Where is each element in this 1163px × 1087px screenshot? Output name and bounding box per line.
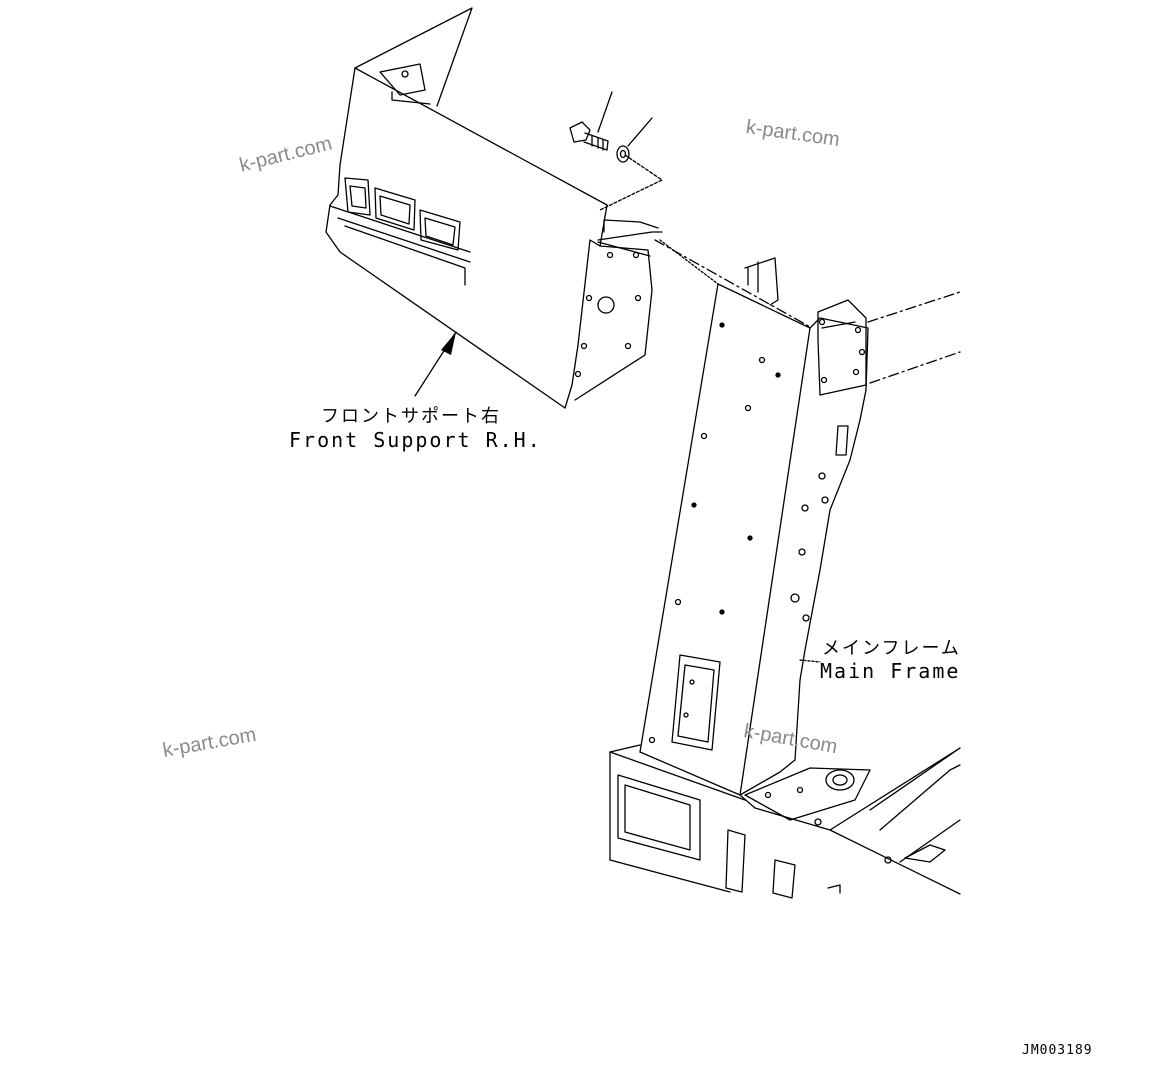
main-frame-part [597, 239, 961, 899]
leader-arrow [441, 332, 456, 355]
front-support-label-en: Front Support R.H. [289, 428, 542, 452]
bolt-and-washer [569, 91, 663, 211]
front-support-label-jp: フロントサポート右 [321, 406, 501, 427]
main-frame-label-jp: メインフレーム [822, 638, 961, 659]
drawing-code: JM003189 [1022, 1043, 1093, 1058]
main-frame-label-en: Main Frame [820, 659, 961, 683]
front-support-part [325, 7, 663, 409]
